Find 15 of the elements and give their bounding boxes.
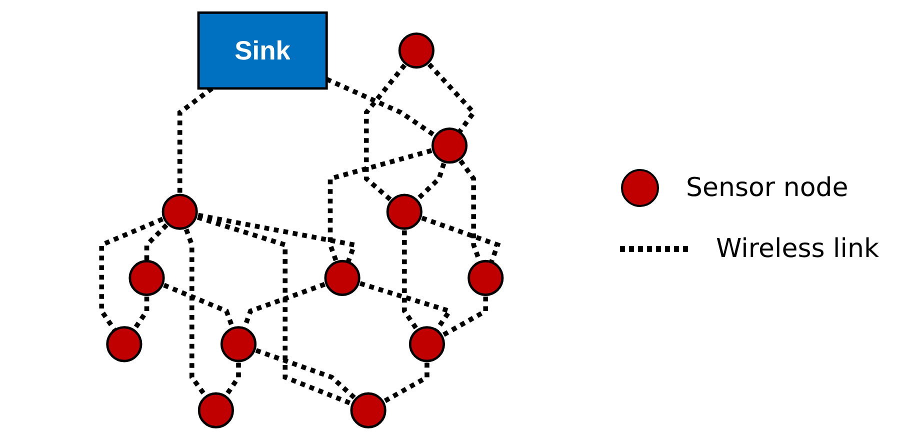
node-circle <box>409 326 446 362</box>
node-circle <box>324 260 361 296</box>
node-circle <box>198 392 234 428</box>
node-circle <box>350 392 387 428</box>
legend-label: Wireless link <box>716 234 880 264</box>
legend-label: Sensor node <box>686 173 848 203</box>
node-box: Sink <box>198 11 328 90</box>
node-circle <box>468 260 504 296</box>
node-circle <box>106 326 143 362</box>
node-circle <box>162 194 198 230</box>
node-circle <box>398 32 435 69</box>
node-circle <box>220 326 257 362</box>
node-circle <box>432 128 468 164</box>
node-circle <box>386 194 423 230</box>
node-circle <box>129 260 166 296</box>
